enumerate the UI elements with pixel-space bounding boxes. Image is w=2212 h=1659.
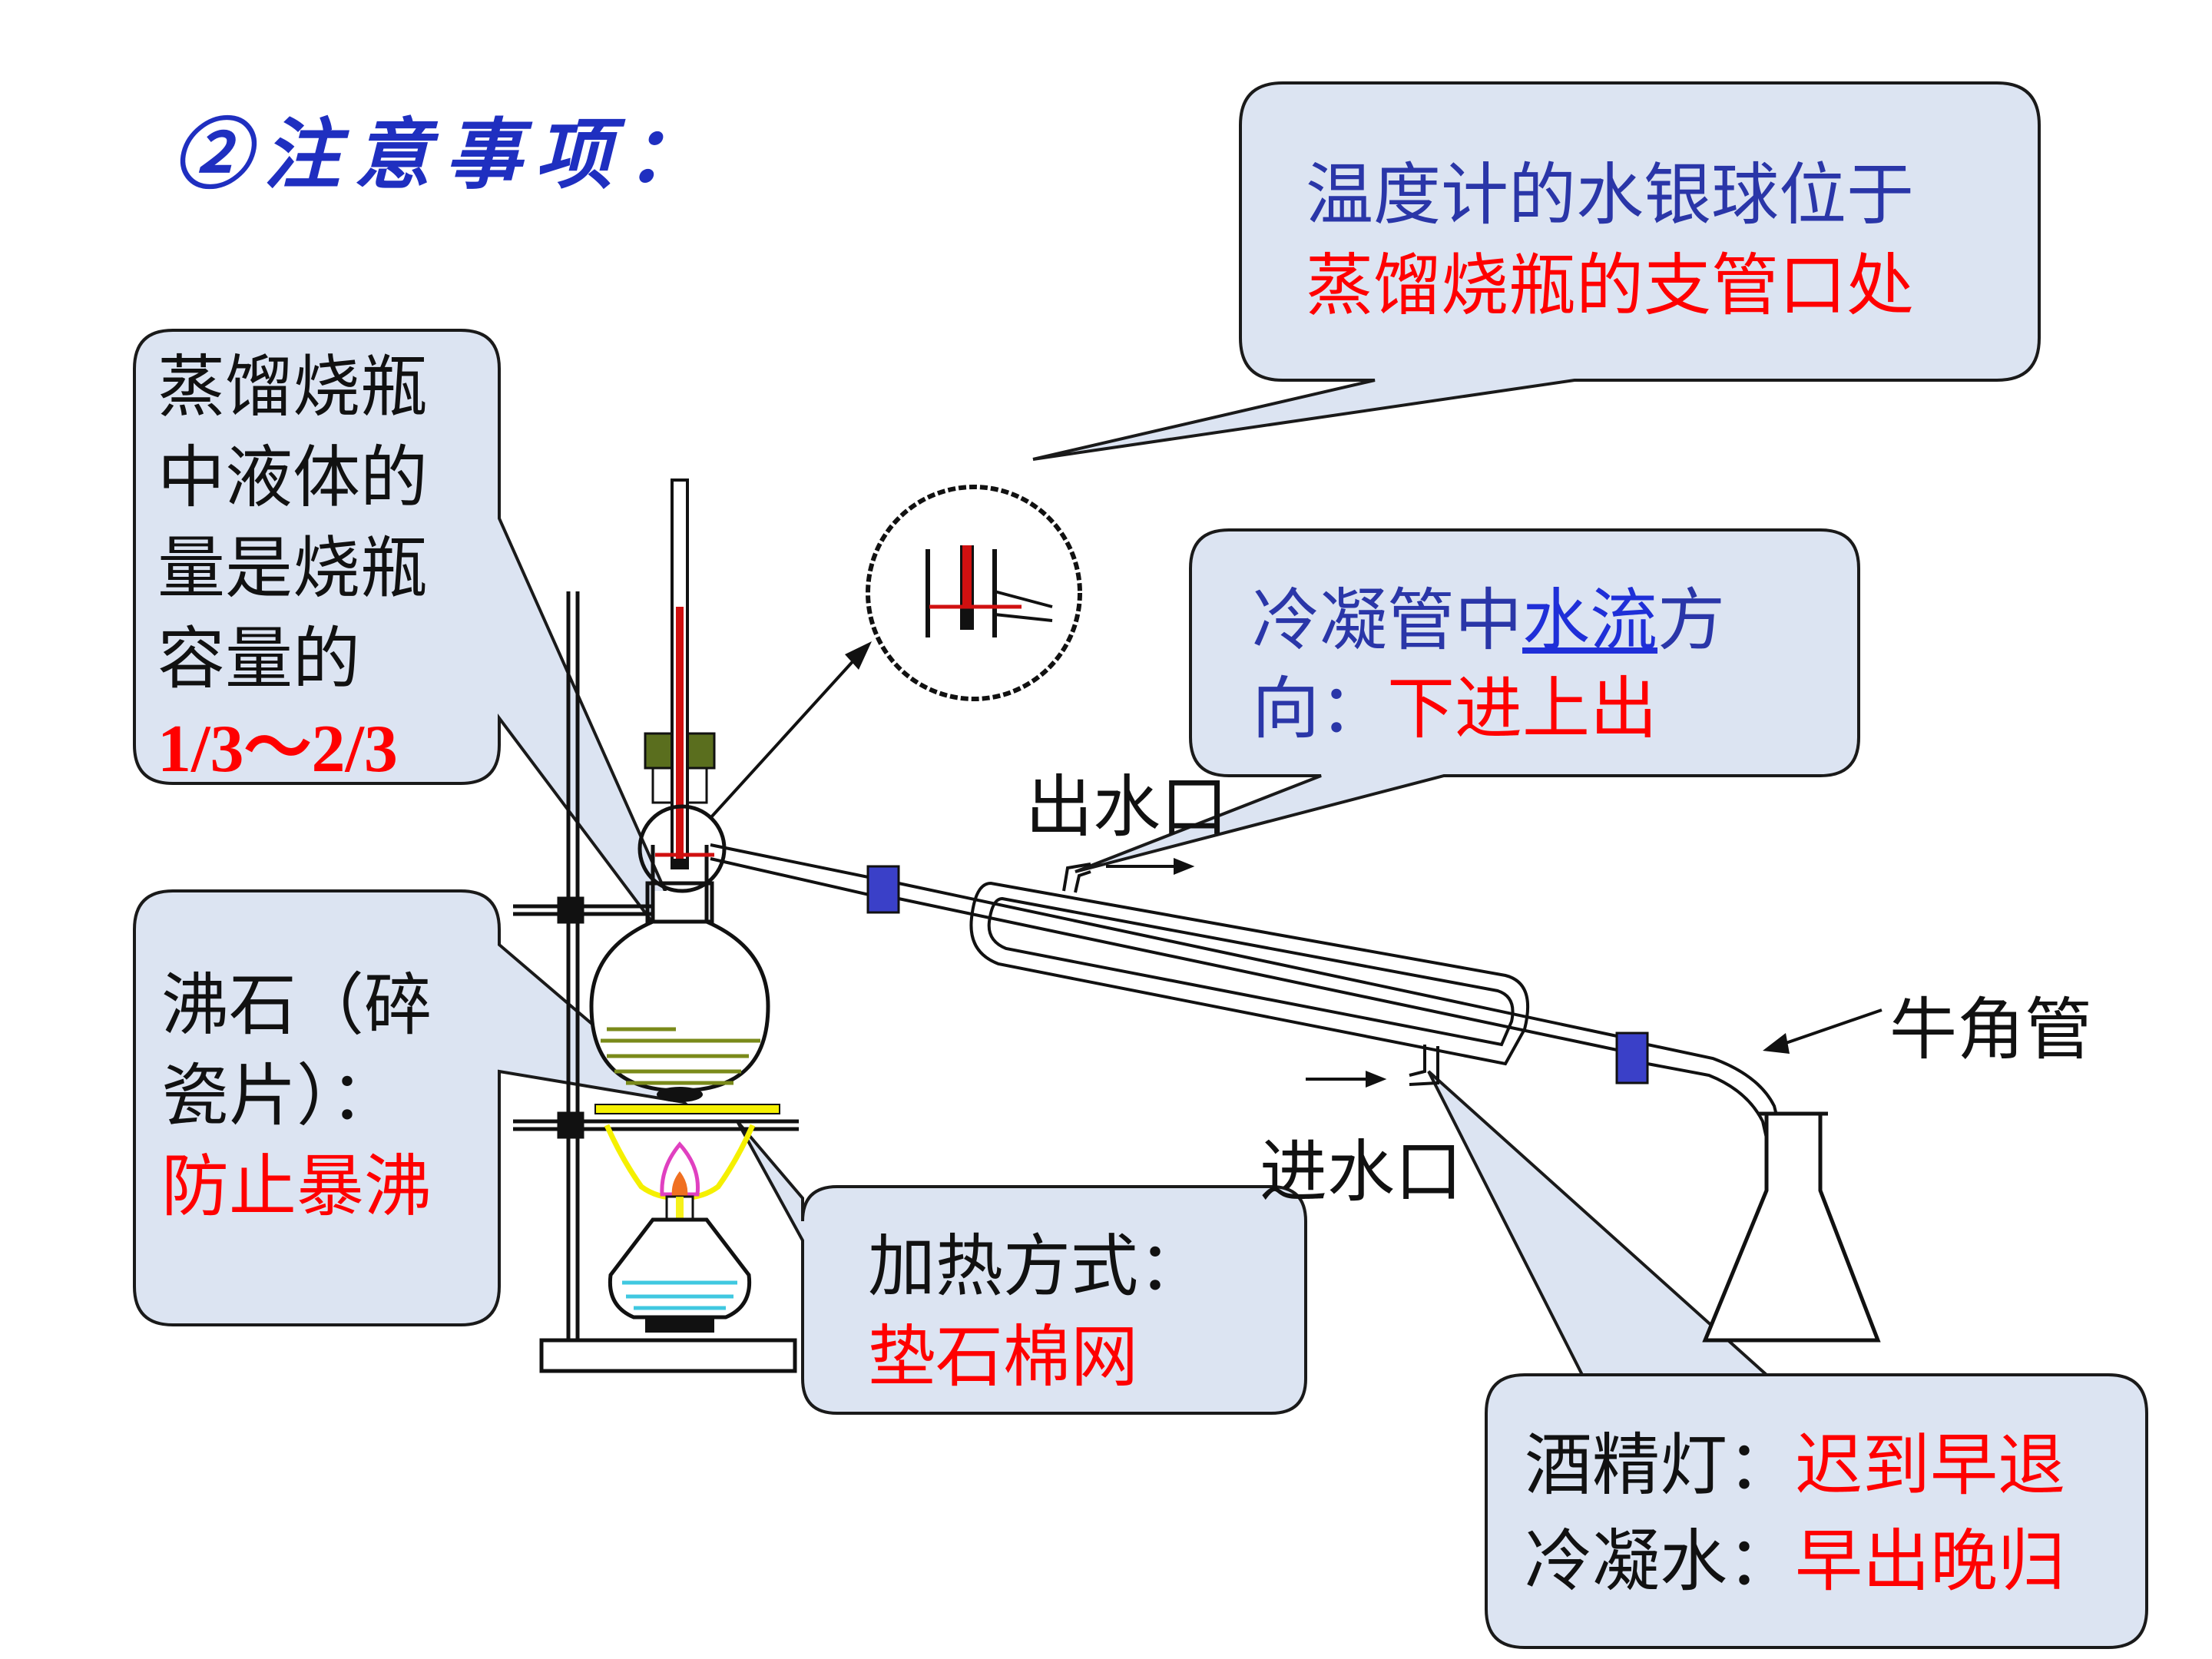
callout-thermometer-bubble <box>1032 81 2041 461</box>
condenser <box>898 863 1621 1086</box>
callout-order-line2-value: 早出晚归 <box>1795 1522 2066 1601</box>
callout-order: 酒精灯：迟到早退 冷凝水：早出晚归 <box>1525 1417 2065 1609</box>
flow-arrows <box>1106 858 1387 1088</box>
callout-waterflow: 冷凝管中水流方 向：下进上出 <box>1252 576 1725 753</box>
iron-stand <box>513 591 799 1373</box>
label-water-out: 出水口 <box>1025 767 1229 846</box>
side-arm-tube <box>710 843 880 899</box>
zoom-arrowhead <box>845 641 872 670</box>
callout-boilingstone-line2: 瓷片）： <box>161 1056 399 1135</box>
callout-waterflow-part1: 冷凝管中 <box>1252 581 1523 660</box>
callout-liquid-fraction: 1/3～2/3 <box>157 712 398 786</box>
callout-waterflow-part4: 向： <box>1252 669 1388 748</box>
callout-liquid-line1: 蒸馏烧瓶 <box>157 347 429 426</box>
wire-gauze <box>594 1104 780 1114</box>
callout-liquid: 蒸馏烧瓶 中液体的 量是烧瓶 容量的 1/3～2/3 <box>157 342 428 795</box>
callout-liquid-line4: 容量的 <box>157 619 361 698</box>
adapter-tube <box>1647 1043 1799 1199</box>
callout-waterflow-part5: 下进上出 <box>1387 669 1658 748</box>
connector-stopper-2 <box>1615 1031 1649 1084</box>
label-water-in: 进水口 <box>1260 1132 1463 1211</box>
callout-boilingstone-bubble <box>133 889 689 1326</box>
zoom-detail <box>866 485 1082 701</box>
alcohol-lamp <box>604 1124 756 1333</box>
callout-waterflow-part2: 水流 <box>1522 581 1658 660</box>
callout-heating-line1: 加热方式： <box>868 1227 1207 1306</box>
callout-heating: 加热方式： 垫石棉网 <box>868 1221 1206 1402</box>
callout-order-bubble <box>1427 1070 2148 1649</box>
callout-boilingstone-line3: 防止暴沸 <box>161 1147 432 1226</box>
callout-heating-bubble <box>736 1120 1307 1415</box>
callout-thermometer-line1: 温度计的水银球位于 <box>1306 155 1915 234</box>
callout-thermometer-line2: 蒸馏烧瓶的支管口处 <box>1306 246 1915 325</box>
callout-order-line2-label: 冷凝水： <box>1525 1522 1796 1601</box>
adapter-arrowhead <box>1763 1033 1790 1054</box>
callout-order-line1-value: 迟到早退 <box>1795 1426 2066 1505</box>
callout-boilingstone: 沸石（碎 瓷片）： 防止暴沸 <box>161 960 432 1232</box>
callout-waterflow-part3: 方 <box>1657 581 1726 660</box>
receiving-flask <box>1702 1114 1881 1343</box>
callout-order-line1-label: 酒精灯： <box>1525 1426 1796 1505</box>
callout-heating-line2: 垫石棉网 <box>868 1317 1139 1396</box>
callout-waterflow-bubble <box>1075 528 1860 873</box>
label-adapter: 牛角管 <box>1889 990 2093 1069</box>
callout-liquid-line3: 量是烧瓶 <box>157 528 429 608</box>
boiling-stone <box>657 1087 703 1102</box>
distillation-flask <box>589 845 770 1102</box>
connector-stopper-1 <box>866 865 900 914</box>
callout-liquid-line2: 中液体的 <box>157 438 429 517</box>
page-title: ②注意事项： <box>173 109 717 200</box>
thermometer <box>655 478 714 869</box>
callout-liquid-bubble <box>133 329 720 1012</box>
callout-boilingstone-line1: 沸石（碎 <box>161 965 432 1045</box>
callout-thermometer: 温度计的水银球位于 蒸馏烧瓶的支管口处 <box>1306 150 1914 331</box>
